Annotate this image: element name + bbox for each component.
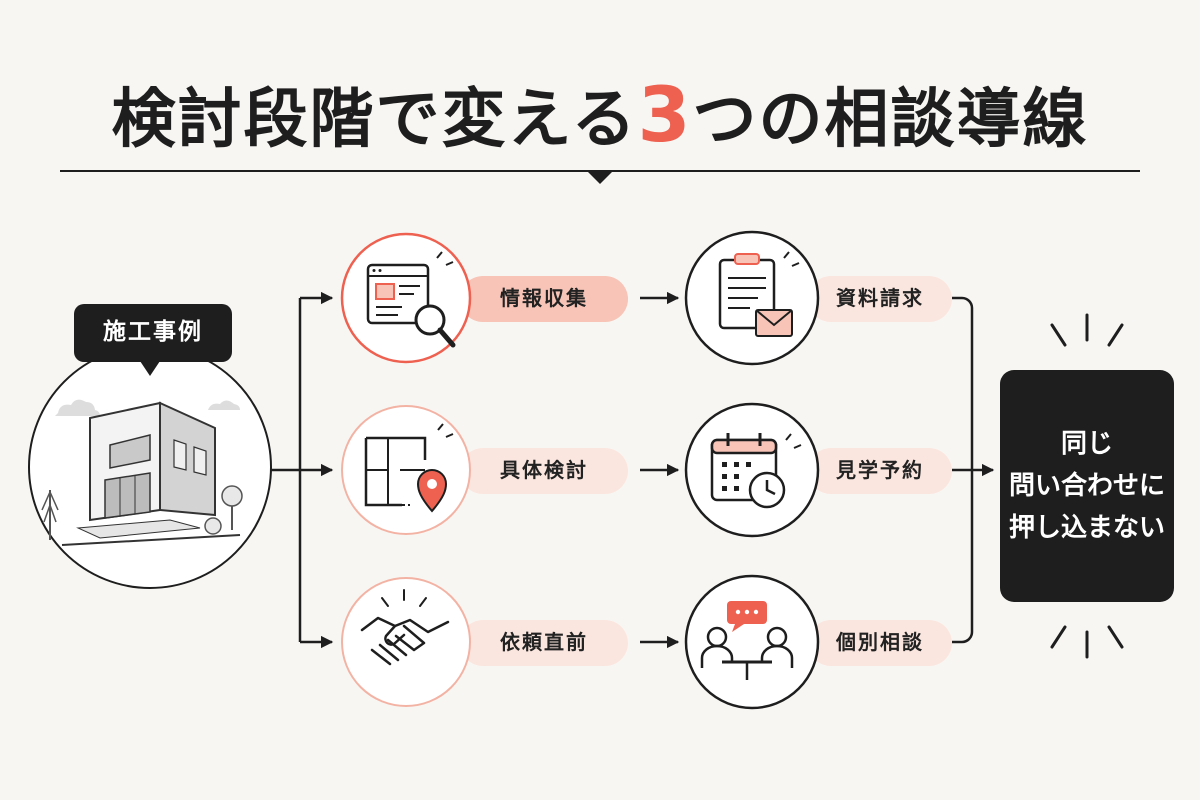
handshake-icon <box>360 589 450 666</box>
page-title: 検討段階で変える3つの相談導線 <box>0 70 1200 165</box>
clipboard-mail-icon <box>718 251 800 337</box>
action-pills <box>808 276 952 666</box>
action-label-3: 個別相談 <box>836 630 924 654</box>
title-divider <box>60 170 1140 184</box>
middle-arrows <box>640 291 680 649</box>
message-line-2: 問い合わせに <box>1008 471 1165 501</box>
building-illustration <box>41 399 243 546</box>
branch-connectors <box>271 291 334 649</box>
stage-label-3: 依頼直前 <box>500 630 588 654</box>
calendar-clock-icon <box>710 433 802 509</box>
stage-pill-3 <box>460 620 628 666</box>
merge-connector <box>952 296 995 644</box>
action-label-2: 見学予約 <box>836 458 924 482</box>
stage-pill-1 <box>460 276 628 322</box>
title-before: 検討段階で変える <box>111 83 638 157</box>
action-pill-3 <box>808 620 952 666</box>
stage-pill-2 <box>460 448 628 494</box>
stage-circle-3 <box>341 577 471 707</box>
browser-search-icon <box>366 251 456 348</box>
stage-pills <box>460 276 628 666</box>
message-line-1: 同じ <box>1060 429 1113 459</box>
message-text: 同じ 問い合わせに 押し込まない <box>1000 370 1174 602</box>
action-label-1: 資料請求 <box>836 286 924 310</box>
stage-label-1: 情報収集 <box>500 286 588 310</box>
floorplan-pin-icon <box>364 423 454 513</box>
source-callout <box>74 304 232 376</box>
message-line-3: 押し込まない <box>1008 513 1165 543</box>
meeting-chat-icon <box>700 601 794 680</box>
source-node <box>28 304 272 589</box>
action-circle-3 <box>684 574 820 710</box>
source-label: 施工事例 <box>103 319 203 345</box>
message-box <box>1000 313 1174 659</box>
title-accent-number: 3 <box>637 70 693 159</box>
action-pill-2 <box>808 448 952 494</box>
title-after: つの相談導線 <box>692 83 1089 157</box>
action-pill-1 <box>808 276 952 322</box>
stage-label-2: 具体検討 <box>500 458 588 482</box>
emphasis-lines <box>1050 313 1124 659</box>
